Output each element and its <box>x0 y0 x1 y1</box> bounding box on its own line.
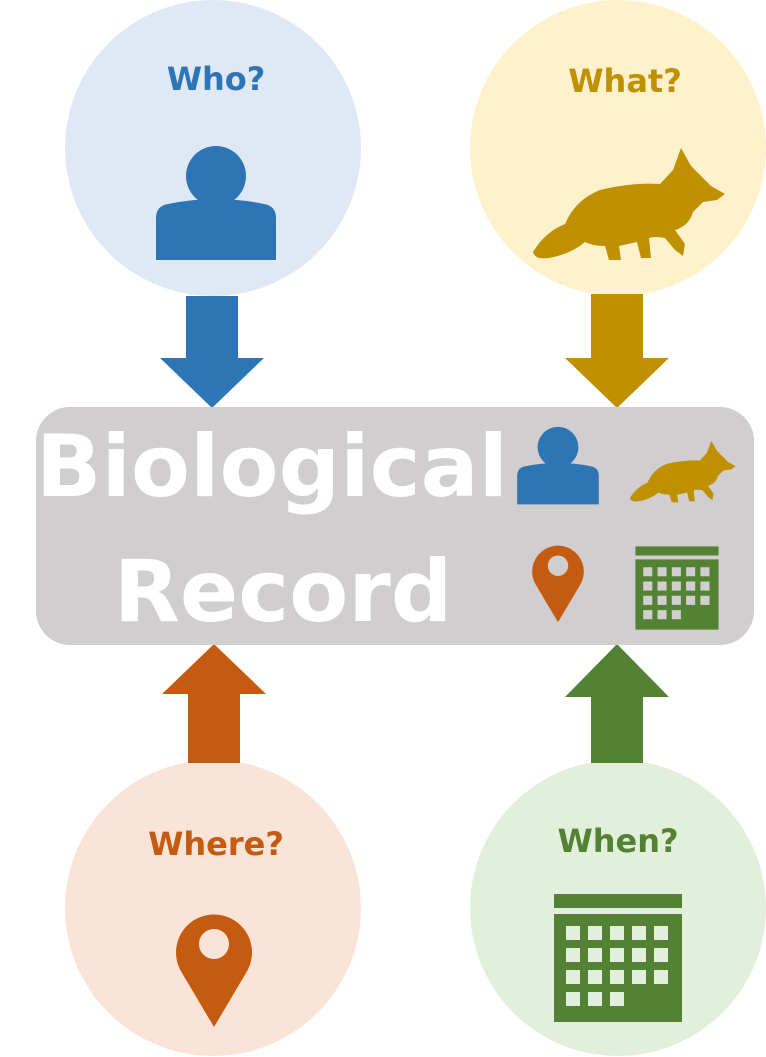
when-label: When? <box>557 822 678 860</box>
record-title-line2: Record <box>114 542 453 642</box>
who-arrow <box>160 296 264 408</box>
where-circle <box>65 760 361 1056</box>
what-label: What? <box>568 62 682 100</box>
where-label: Where? <box>148 825 284 863</box>
what-circle <box>470 0 766 296</box>
record-title-line1: Biological <box>36 417 508 517</box>
when-arrow <box>565 644 669 763</box>
where-arrow <box>162 644 266 763</box>
who-label: Who? <box>167 60 266 98</box>
what-arrow <box>565 294 669 408</box>
